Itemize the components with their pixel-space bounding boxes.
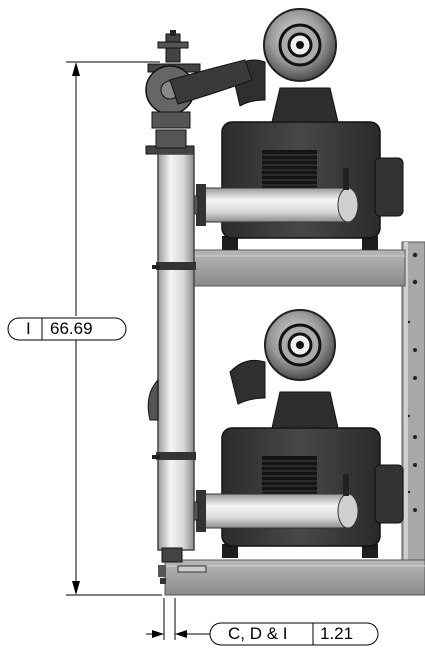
vertical-header-pipe: [157, 153, 195, 551]
upper-blower: [179, 8, 404, 250]
lower-blower: [179, 309, 404, 558]
height-callout-box: [7, 317, 127, 341]
height-value: 66.69: [50, 319, 93, 338]
base-skid: [164, 559, 425, 596]
offset-callout-box: [209, 622, 379, 646]
height-prefix: I: [26, 319, 31, 338]
upper-silencer: [199, 187, 349, 223]
lower-silencer: [199, 493, 349, 529]
manifold: [145, 30, 253, 584]
offset-value: 1.21: [320, 624, 354, 643]
offset-prefix: C, D & I: [228, 624, 288, 643]
height-arrow-bottom: [72, 581, 80, 595]
offset-dimension: [146, 598, 379, 646]
height-arrow-top: [72, 62, 80, 76]
post-holes: [407, 252, 418, 512]
upper-shelf: [189, 249, 406, 287]
height-dimension: [7, 61, 162, 596]
